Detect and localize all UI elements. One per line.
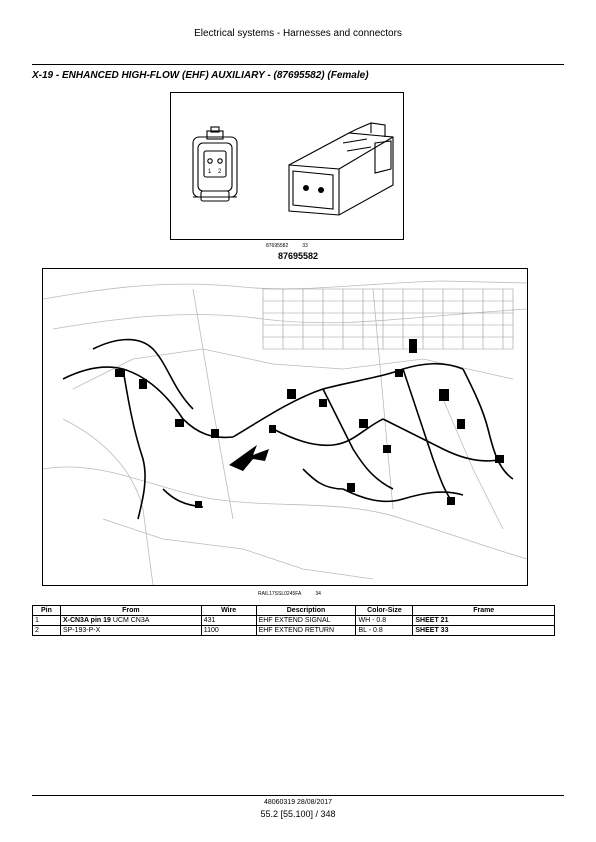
pointer-arrow (229, 445, 269, 471)
header-wire: Wire (200, 605, 257, 616)
section-title: X-19 - ENHANCED HIGH-FLOW (EHF) AUXILIAR… (32, 70, 369, 81)
cell-color-size: WH - 0.8 (355, 615, 414, 626)
cell-pin: 1 (32, 615, 61, 626)
table-row: 2 SP-193-P-X 1100 EHF EXTEND RETURN BL -… (32, 625, 555, 636)
cell-color-size: BL - 0.8 (355, 625, 414, 636)
connector-figure-ref: 87695582 33 (266, 243, 322, 249)
header-frame: Frame (412, 605, 555, 616)
harness-figure (42, 268, 528, 586)
harness-figure-ref: RAIL17SSL0245FA 34 (258, 591, 335, 597)
pin-label-1: 1 (208, 169, 212, 175)
footer-doc-info: 48060319 28/08/2017 (263, 799, 333, 806)
footer-rule (32, 795, 564, 796)
table-row: 1 X-CN3A pin 19 UCM CN3A 431 EHF EXTEND … (32, 615, 555, 626)
from-rest: UCM CN3A (110, 617, 150, 624)
header-color-size: Color-Size (355, 605, 414, 616)
pin-label-2: 2 (218, 169, 222, 175)
harness-drawing (42, 280, 528, 586)
cell-from: SP-193-P-X (59, 625, 202, 636)
connector-ref-code: 87695582 (266, 243, 289, 249)
footer-page-number: 55.2 [55.100] / 348 (260, 809, 336, 819)
table-header-row: Pin From Wire Description Color-Size Fra… (32, 605, 555, 616)
cell-wire: 431 (200, 615, 257, 626)
cell-frame: SHEET 21 (412, 615, 555, 626)
harness-ref-number: 34 (315, 591, 321, 597)
cavity-2 (318, 187, 324, 193)
from-rest: SP-193-P-X (62, 627, 101, 634)
cell-frame: SHEET 33 (412, 625, 555, 636)
header-title: Electrical systems - Harnesses and conne… (194, 28, 402, 39)
cell-pin: 2 (32, 625, 61, 636)
header-pin: Pin (32, 605, 61, 616)
ehf-auxiliary-connector (269, 425, 276, 433)
cell-from: X-CN3A pin 19 UCM CN3A (59, 615, 202, 626)
connector-ref-number: 33 (302, 243, 308, 249)
pin-table: Pin From Wire Description Color-Size Fra… (32, 605, 555, 636)
connector-drawing: 1 2 (192, 122, 394, 216)
cell-description: EHF EXTEND RETURN (255, 625, 357, 636)
header-rule (32, 64, 564, 65)
cell-description: EHF EXTEND SIGNAL (255, 615, 357, 626)
from-bold: X-CN3A pin 19 (62, 617, 111, 624)
harness-ref-code: RAIL17SSL0245FA (258, 591, 302, 597)
connector-figure: 1 2 (170, 92, 404, 240)
cavity-1 (303, 185, 309, 191)
connector-figure-caption: 87695582 (277, 251, 319, 261)
header-from: From (59, 605, 202, 616)
cell-wire: 1100 (200, 625, 257, 636)
header-description: Description (255, 605, 357, 616)
